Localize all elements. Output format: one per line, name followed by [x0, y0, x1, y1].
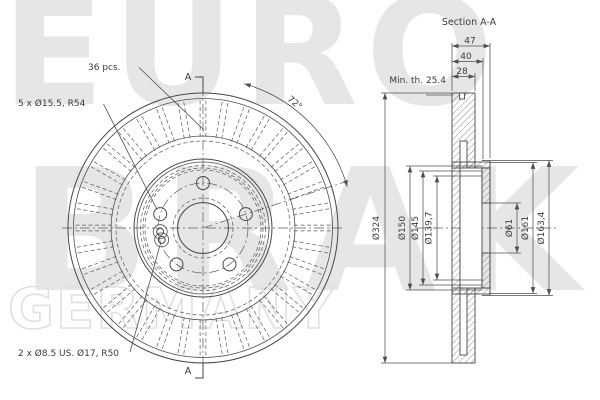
section-marker-bottom-label: A — [185, 366, 192, 377]
width-dimensions: 47 40 28 — [451, 37, 491, 159]
dim-hat-diameter-2: Ø145 — [410, 216, 421, 240]
section-marker-bottom-line — [195, 362, 204, 379]
vane-slot — [79, 256, 117, 271]
watermark-row1: EURO — [2, 0, 501, 140]
min-thickness-callout: Min. th. 25.4 — [389, 76, 452, 96]
bolt-hole — [222, 257, 237, 272]
pin-hole — [157, 235, 166, 244]
vane-slot — [116, 130, 143, 161]
vane-slot — [289, 256, 327, 271]
front-view: 72° A A 36 pcs. 5 x Ø15.5, R54 2 x Ø8.5 … — [18, 63, 349, 379]
dim-hat-width: 40 — [460, 52, 472, 62]
bolt-hole — [153, 207, 168, 222]
vane-slot — [79, 185, 117, 200]
bolt-hole — [238, 207, 253, 222]
flange-lower-section — [481, 252, 491, 289]
vane-slot — [81, 261, 119, 276]
bolt-hole-label: 5 x Ø15.5, R54 — [18, 98, 86, 109]
vane-slot — [236, 312, 251, 350]
dim-hat-diameter-3: Ø139,7 — [424, 212, 435, 245]
vane-leader-line — [138, 67, 205, 131]
vane-root-circle — [110, 135, 296, 321]
vane-slot — [155, 312, 170, 350]
dim-outer-diameter: Ø324 — [371, 216, 382, 241]
vane-slot — [231, 314, 246, 352]
hat-step-circle — [136, 161, 270, 295]
vane-count-label: 36 pcs. — [88, 63, 121, 73]
ring-top-notch — [459, 92, 465, 100]
hat-hidden-circle-3 — [144, 169, 262, 287]
bolt-hole — [196, 176, 210, 190]
angle-dimension-arc — [244, 83, 348, 187]
dim-hat-diameter-1: Ø150 — [397, 216, 408, 241]
rim-inner-edge-circle — [73, 98, 333, 358]
vane-slot — [287, 261, 325, 276]
pin-holes — [152, 224, 170, 248]
bore-chamfer-circle — [172, 197, 234, 259]
pin-hole-label: 2 x Ø8.5 US. Ø17, R50 — [18, 348, 119, 359]
center-bore-circle — [177, 202, 229, 254]
watermark-row3: GERMANY — [8, 277, 336, 342]
pin-hole-countersink — [154, 232, 170, 248]
section-view: Section A-A — [371, 17, 557, 364]
vane-slot — [160, 314, 175, 352]
vane-slot — [105, 141, 136, 168]
pin-hole-countersink — [152, 224, 168, 240]
section-marker-top-line — [195, 76, 204, 93]
min-thickness-label: Min. th. 25.4 — [389, 76, 446, 86]
vane-slot — [289, 185, 327, 200]
section-feature-lines — [381, 92, 553, 364]
vane-callout: 36 pcs. — [88, 63, 205, 131]
pin-hole-callout: 2 x Ø8.5 US. Ø17, R50 — [18, 243, 161, 359]
vane-slot — [160, 104, 175, 142]
section-marker-bottom: A — [185, 362, 204, 379]
diameter-dimensions: Ø324 Ø150 Ø145 Ø139,7 Ø61 Ø161 Ø163,4 — [371, 93, 552, 363]
dim-ring-thickness: 28 — [456, 67, 468, 77]
dim-flange-diameter-1: Ø161 — [520, 216, 531, 240]
hat-interior — [459, 167, 483, 289]
section-title: Section A-A — [442, 17, 497, 28]
section-marker-top: A — [185, 72, 204, 93]
hat-upper-wall — [451, 161, 491, 169]
watermark: EURO BRAKE GERMANY — [2, 0, 600, 343]
section-marker-top-label: A — [185, 72, 192, 83]
hat-outer-circle — [133, 158, 273, 298]
hat-hidden-circle-2 — [142, 167, 264, 289]
dim-flange-diameter-2: Ø163,4 — [536, 211, 547, 244]
vane-slot — [81, 180, 119, 195]
vane-hidden-circle — [115, 140, 291, 316]
flange-upper-section — [481, 167, 491, 204]
vane-slot — [105, 288, 136, 315]
vane-slot — [263, 295, 290, 326]
vane-slot — [116, 295, 143, 326]
vane-slot — [231, 104, 246, 142]
bolt-hole-leader-line — [103, 103, 157, 209]
bolt-hole — [169, 257, 184, 272]
bolt-holes — [153, 176, 253, 272]
vane-slot — [155, 106, 170, 144]
bolt-hole-callout: 5 x Ø15.5, R54 — [18, 98, 157, 209]
bolt-circle — [157, 182, 249, 274]
pin-hole-leader-line — [129, 243, 161, 353]
dim-total-width: 47 — [464, 37, 475, 47]
vane-slot — [270, 288, 301, 315]
hat-hidden-circle-1 — [140, 165, 266, 291]
dim-center-bore: Ø61 — [504, 219, 515, 238]
pin-hole — [156, 227, 165, 236]
hat-lower-wall — [451, 287, 491, 295]
